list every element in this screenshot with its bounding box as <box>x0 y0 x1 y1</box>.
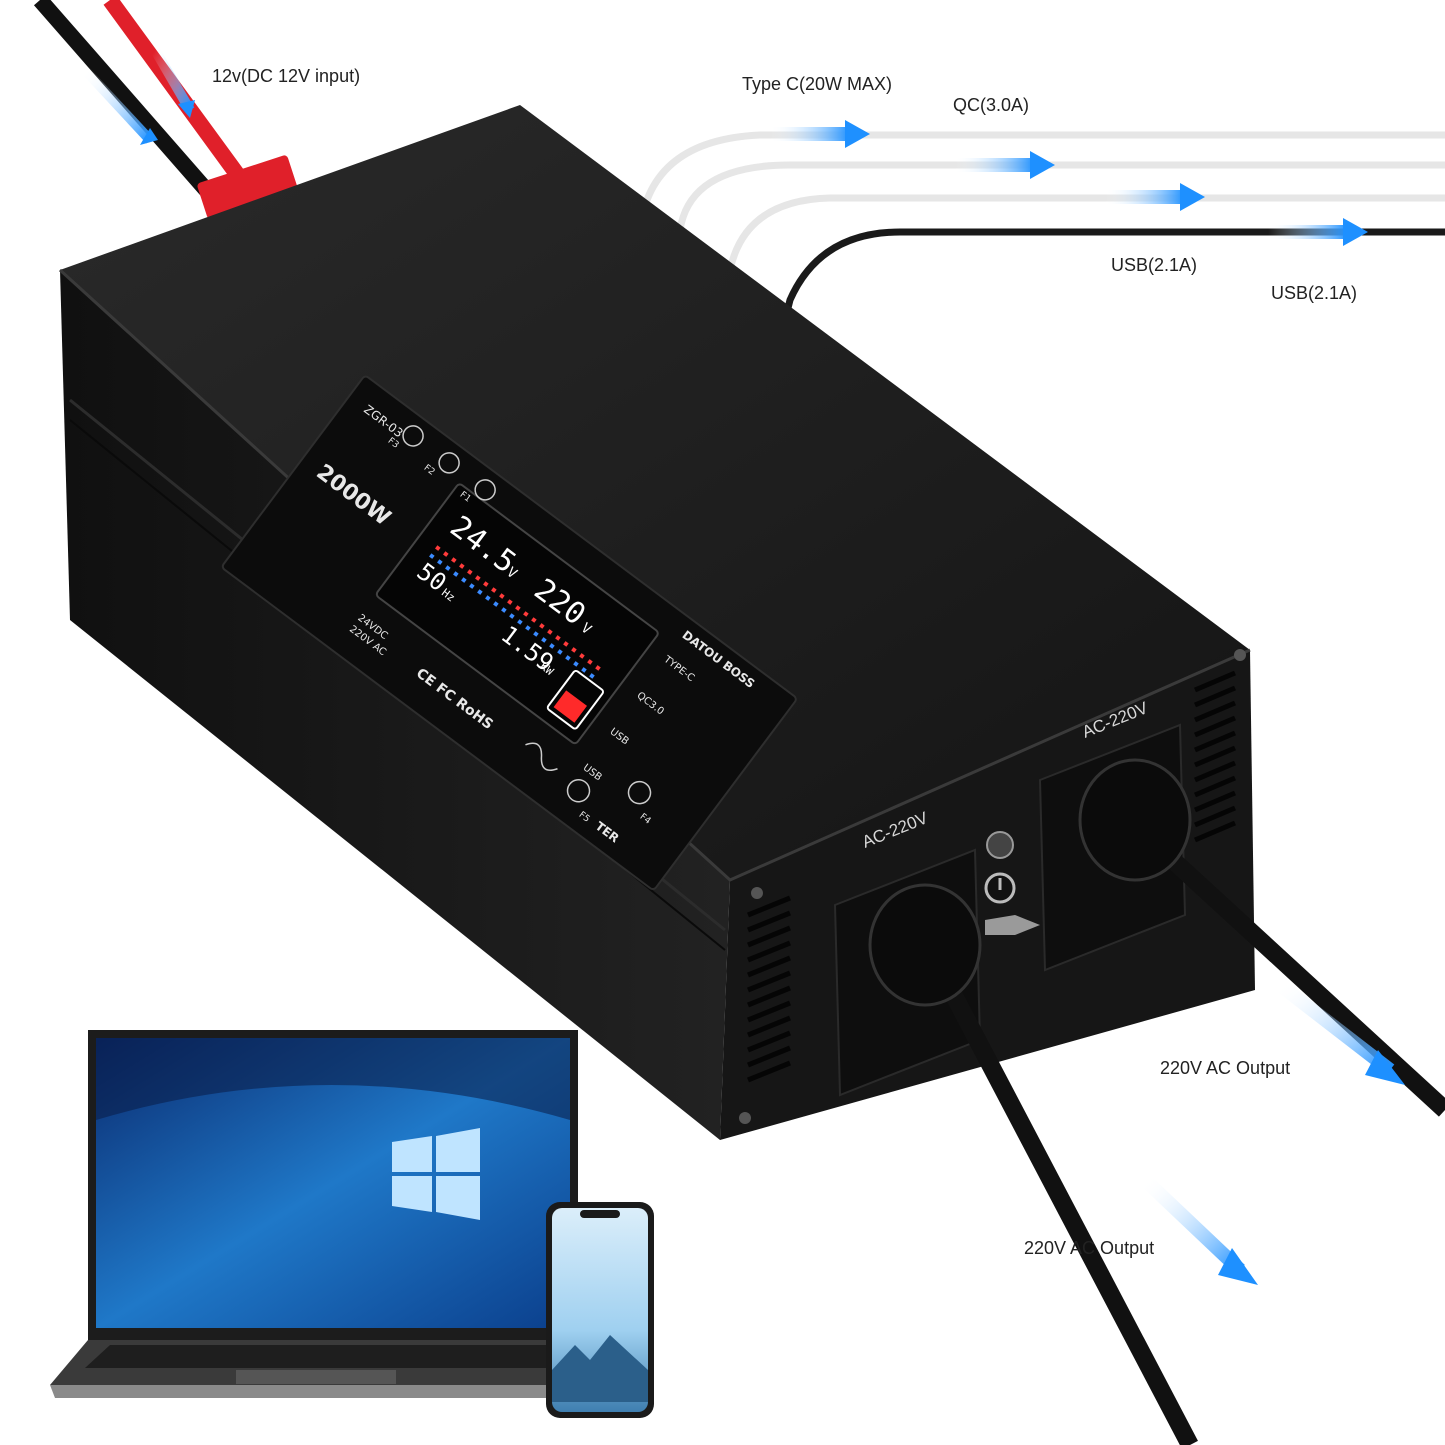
f5-button[interactable] <box>563 775 594 806</box>
fan-icon <box>525 742 558 772</box>
dc-connector <box>197 155 298 219</box>
ac-output-cables <box>868 758 1445 1445</box>
windows-logo-icon <box>392 1128 480 1220</box>
inverter-body <box>58 105 1255 1140</box>
ac-output-label-1: 220V AC Output <box>1160 1058 1291 1078</box>
f4-button[interactable] <box>624 777 655 808</box>
battery-icon <box>546 669 604 730</box>
arrow-icon <box>1275 979 1395 1076</box>
dc-input-label: 12v(DC 12V input) <box>212 66 361 86</box>
f1-button[interactable] <box>471 476 499 504</box>
arrow-right-icon <box>1180 183 1205 211</box>
laptop-illustration <box>50 1030 620 1398</box>
usb-arrows <box>770 120 1368 246</box>
arrow-right-icon <box>845 120 870 148</box>
dc-input-cables <box>33 0 298 219</box>
lcd-frequency-unit: Hz <box>439 586 457 604</box>
control-panel: 24.5 V 220 V 50 Hz 1.59 KW ZGR-03 2000W … <box>221 375 797 891</box>
f3-button[interactable] <box>399 422 427 450</box>
arrow-right-icon <box>1030 151 1055 179</box>
qc-label: QC(3.0A) <box>953 95 1030 115</box>
screw-icon <box>739 1112 751 1124</box>
phone-illustration <box>546 1202 654 1418</box>
f2-button[interactable] <box>435 449 463 477</box>
ground-wingnut-icon <box>985 915 1040 935</box>
ac-output-label-2: 220V AC Output <box>1024 1238 1155 1258</box>
reset-knob[interactable] <box>986 831 1014 859</box>
usb-label-2: USB(2.1A) <box>1271 283 1358 303</box>
arrow-icon <box>1140 1174 1245 1276</box>
typec-label: Type C(20W MAX) <box>742 74 893 94</box>
screw-icon <box>751 887 763 899</box>
arrow-icon <box>81 66 154 144</box>
ac-plug-left <box>868 883 982 1007</box>
ac-plug-right <box>1078 758 1192 882</box>
usb-label-1: USB(2.1A) <box>1111 255 1198 275</box>
arrow-right-icon <box>1343 218 1368 246</box>
screw-icon <box>1234 649 1246 661</box>
arrow-icon <box>150 47 195 113</box>
